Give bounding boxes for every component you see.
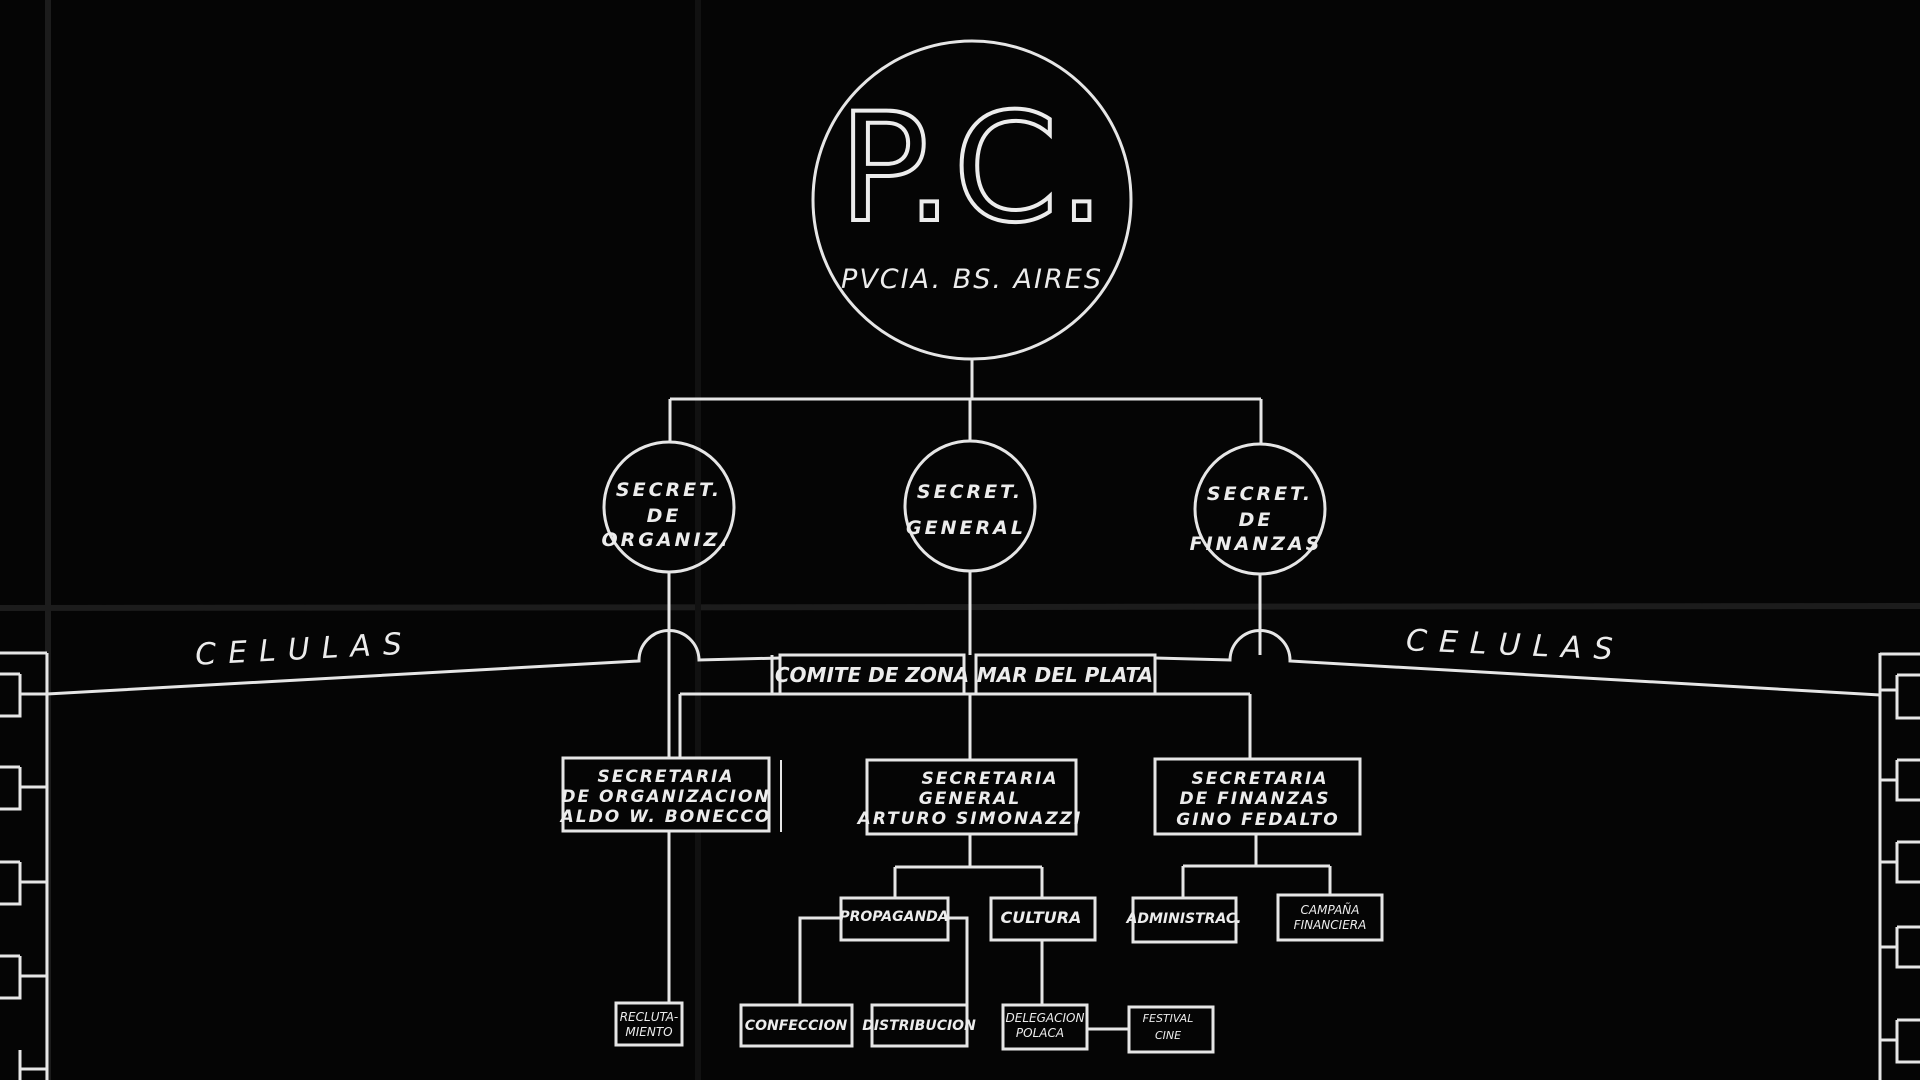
svg-text:CINE: CINE xyxy=(1155,1029,1181,1042)
svg-text:FINANZAS: FINANZAS xyxy=(1190,533,1323,555)
party-title: P.C. xyxy=(838,82,1105,256)
mar-del-plata-box: MAR DEL PLATA xyxy=(974,653,1157,696)
svg-text:ARTURO SIMONAZZI: ARTURO SIMONAZZI xyxy=(856,809,1083,829)
svg-text:CULTURA: CULTURA xyxy=(1001,908,1082,927)
right-celulas-column xyxy=(1878,652,1920,1080)
svg-text:SECRET.: SECRET. xyxy=(917,481,1023,503)
connector xyxy=(667,831,1332,1031)
svg-text:CAMPAÑA: CAMPAÑA xyxy=(1301,902,1360,917)
svg-text:GINO FEDALTO: GINO FEDALTO xyxy=(1176,810,1339,830)
fold-line xyxy=(0,603,1920,611)
secretaria-organizacion-box: SECRETARIA DE ORGANIZACION ALDO W. BONEC… xyxy=(559,756,772,833)
svg-text:ADMINISTRAC.: ADMINISTRAC. xyxy=(1126,911,1242,927)
svg-text:SECRETARIA: SECRETARIA xyxy=(921,769,1058,789)
secretaria-general-box: SECRETARIA GENERAL ARTURO SIMONAZZI xyxy=(856,758,1083,836)
svg-text:SECRET.: SECRET. xyxy=(616,479,722,501)
svg-text:DE FINANZAS: DE FINANZAS xyxy=(1180,789,1331,809)
secretaria-finanzas-box: SECRETARIA DE FINANZAS GINO FEDALTO xyxy=(1153,757,1362,836)
svg-text:FINANCIERA: FINANCIERA xyxy=(1294,918,1367,932)
confeccion-box: CONFECCION xyxy=(739,1003,854,1048)
distribucion-box: DISTRIBUCION xyxy=(862,1003,976,1048)
celulas-right-label: CELULAS xyxy=(1405,623,1625,668)
svg-text:MIENTO: MIENTO xyxy=(625,1025,672,1039)
svg-text:POLACA: POLACA xyxy=(1016,1026,1064,1040)
svg-text:DE: DE xyxy=(647,505,682,527)
svg-text:MAR DEL PLATA: MAR DEL PLATA xyxy=(977,663,1153,687)
svg-text:DE ORGANIZACION: DE ORGANIZACION xyxy=(561,787,770,807)
svg-text:GENERAL: GENERAL xyxy=(919,789,1022,809)
administracion-box: ADMINISTRAC. xyxy=(1126,896,1242,944)
propaganda-box: PROPAGANDA xyxy=(839,896,950,942)
svg-text:ALDO W. BONECCO: ALDO W. BONECCO xyxy=(559,807,772,827)
svg-text:DE: DE xyxy=(1239,509,1274,531)
svg-text:SECRETARIA: SECRETARIA xyxy=(1191,769,1328,789)
svg-text:SECRET.: SECRET. xyxy=(1207,483,1313,505)
party-subtitle: PVCIA. BS. AIRES xyxy=(841,264,1103,295)
secret-general-node: SECRET. GENERAL xyxy=(903,439,1037,573)
comite-zona-box: COMITE DE ZONA xyxy=(775,653,969,696)
secret-finanzas-node: SECRET. DE FINANZAS xyxy=(1190,442,1327,576)
left-celulas-column xyxy=(0,651,49,1080)
campana-financiera-box: CAMPAÑA FINANCIERA xyxy=(1276,893,1384,942)
svg-text:DISTRIBUCION: DISTRIBUCION xyxy=(862,1018,976,1034)
svg-text:CONFECCION: CONFECCION xyxy=(745,1018,848,1034)
svg-text:FESTIVAL: FESTIVAL xyxy=(1143,1012,1194,1025)
svg-text:DELEGACION: DELEGACION xyxy=(1006,1011,1085,1025)
svg-text:ORGANIZ.: ORGANIZ. xyxy=(601,529,730,551)
reclutamiento-box: RECLUTA- MIENTO xyxy=(614,1001,684,1047)
delegacion-polaca-box: DELEGACION POLACA xyxy=(1001,1003,1089,1051)
svg-text:COMITE DE ZONA: COMITE DE ZONA xyxy=(775,663,969,687)
connector xyxy=(667,571,1262,760)
connector xyxy=(668,359,1263,444)
festival-cine-box: FESTIVAL CINE xyxy=(1127,1005,1215,1054)
svg-text:GENERAL: GENERAL xyxy=(906,517,1026,539)
cultura-box: CULTURA xyxy=(989,896,1097,942)
secret-organizacion-node: SECRET. DE ORGANIZ. xyxy=(601,440,736,574)
svg-text:PROPAGANDA: PROPAGANDA xyxy=(839,909,948,925)
svg-text:RECLUTA-: RECLUTA- xyxy=(620,1010,679,1024)
celulas-left-label: CELULAS xyxy=(194,626,414,672)
svg-text:SECRETARIA: SECRETARIA xyxy=(597,767,734,787)
